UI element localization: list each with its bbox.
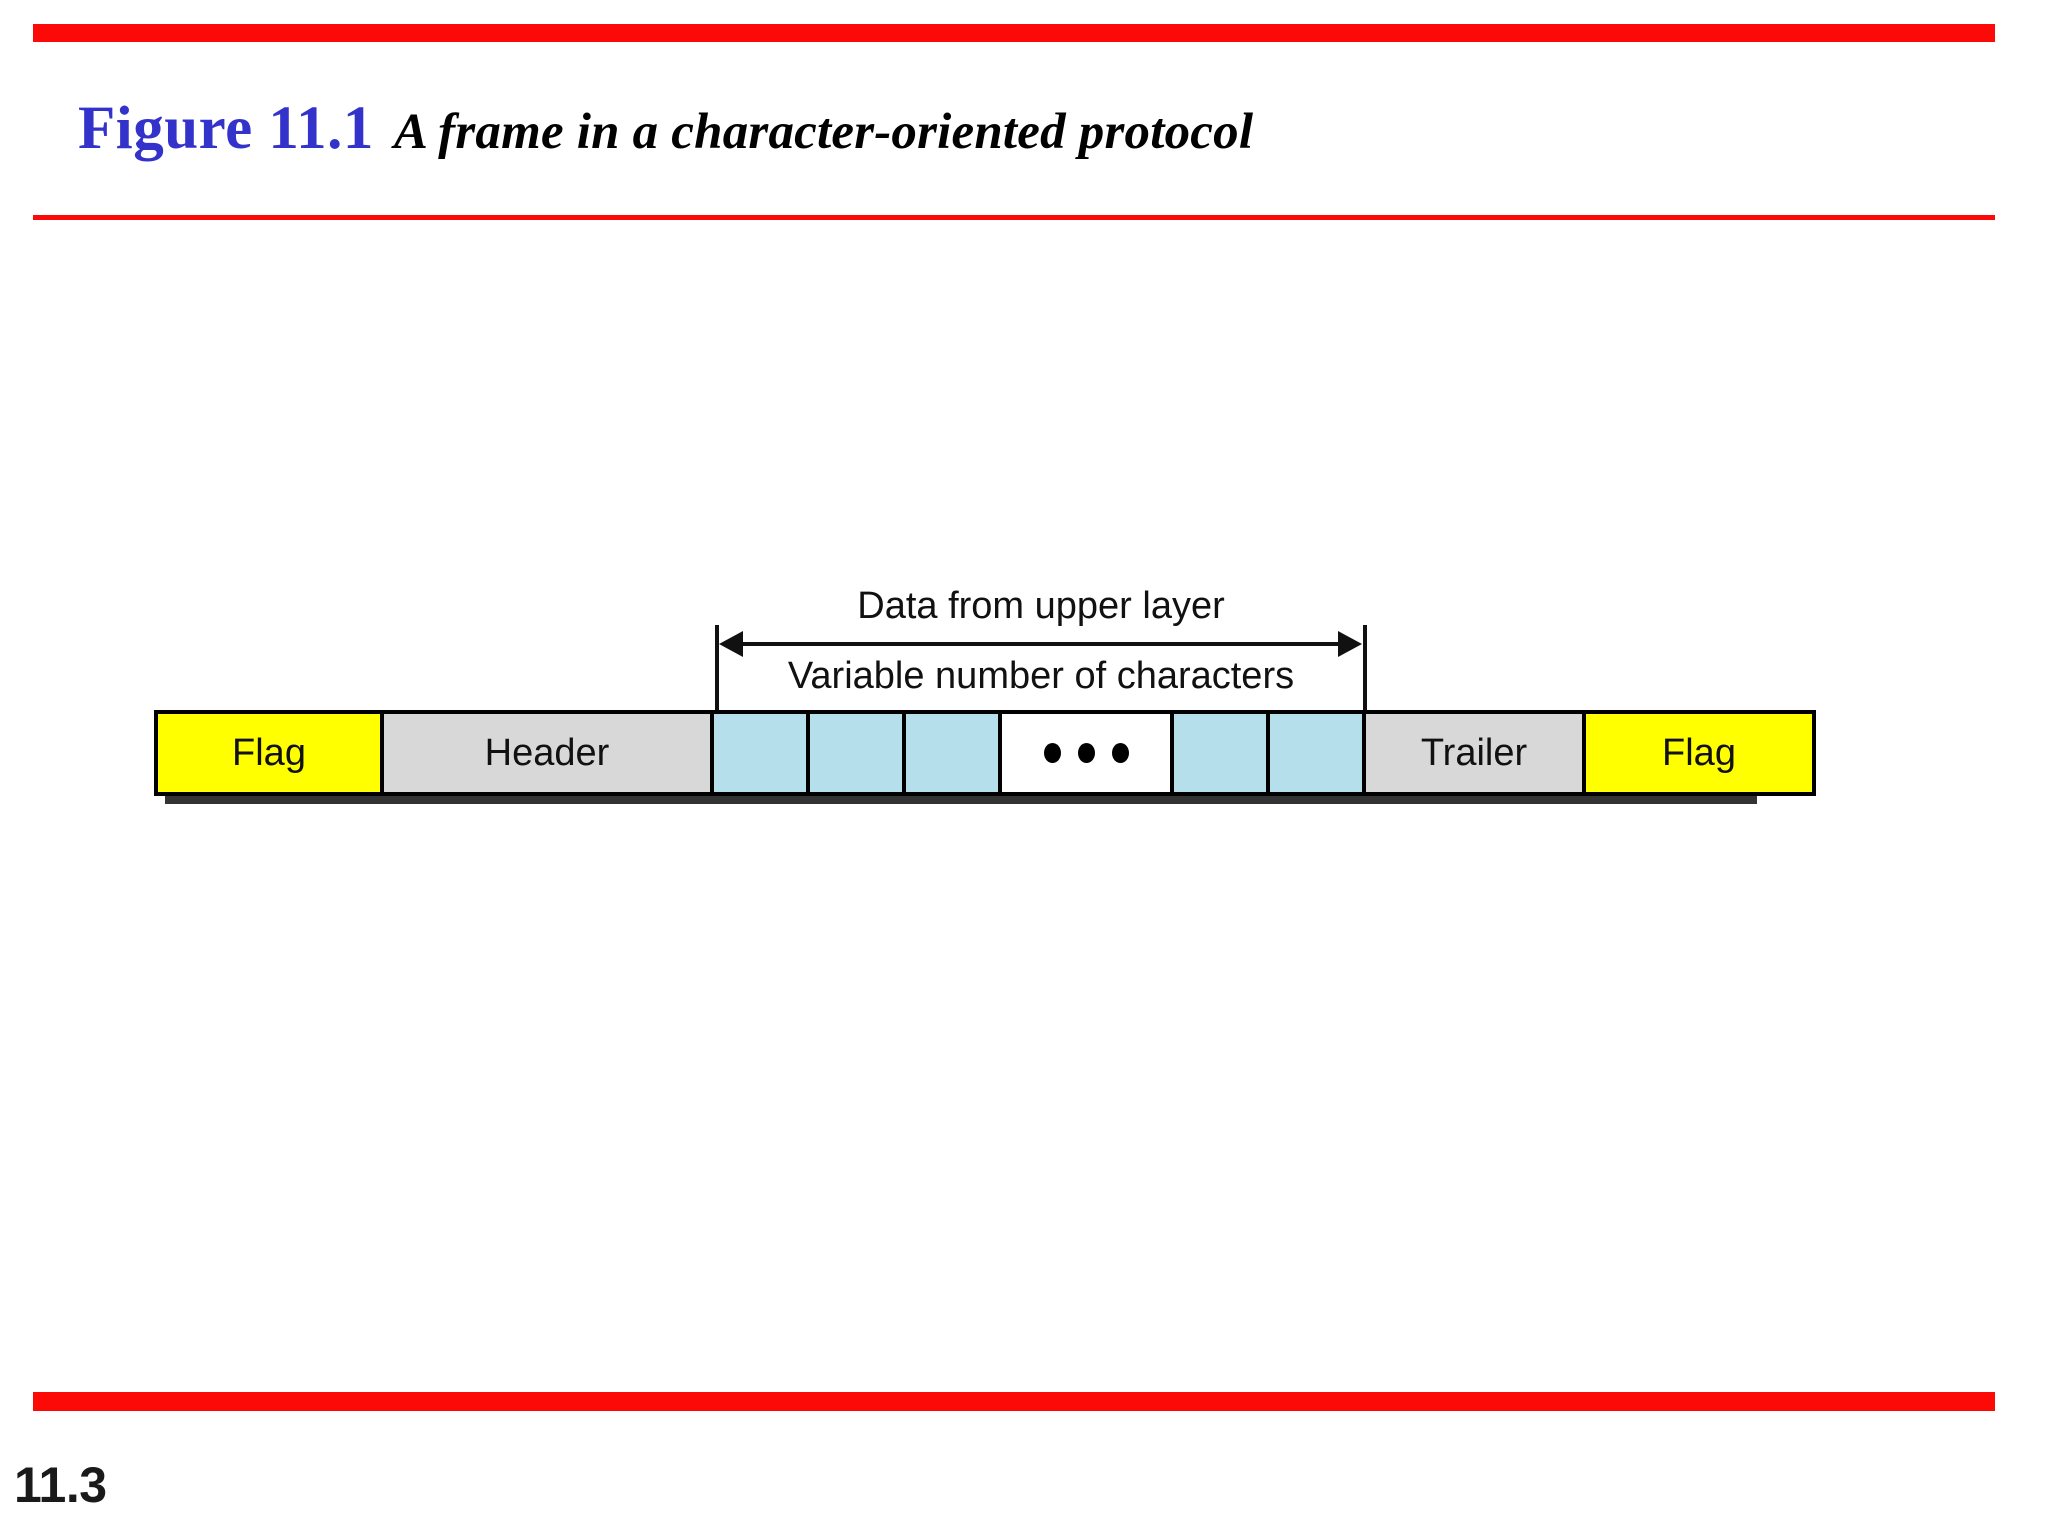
frame-cell-character-5 xyxy=(1270,714,1366,792)
frame-row: Flag Header Trailer Flag xyxy=(154,710,1816,796)
measure-arrow-line xyxy=(727,642,1354,646)
frame-cell-label: Flag xyxy=(1662,732,1736,774)
frame-cell-character-4 xyxy=(1174,714,1270,792)
frame-cell-label: Flag xyxy=(232,732,306,774)
arrow-right-icon xyxy=(1338,631,1362,657)
frame-cell-character-1 xyxy=(714,714,810,792)
frame-cell-character-2 xyxy=(810,714,906,792)
measure-tick-left xyxy=(715,625,719,713)
frame-cell-header: Header xyxy=(384,714,714,792)
frame-cell-ellipsis xyxy=(1002,714,1174,792)
arrow-left-icon xyxy=(719,631,743,657)
data-from-upper-layer-label: Data from upper layer xyxy=(857,585,1225,627)
frame-cell-trailer: Trailer xyxy=(1366,714,1586,792)
frame-cell-label: Header xyxy=(484,732,610,774)
figure-heading: Figure 11.1 A frame in a character-orient… xyxy=(78,98,1253,159)
page-number: 11.3 xyxy=(14,1457,107,1513)
measure-tick-right xyxy=(1363,625,1367,713)
figure-caption: A frame in a character-oriented protocol xyxy=(393,104,1254,160)
frame-cell-flag-end: Flag xyxy=(1586,714,1812,792)
frame-cell-character-3 xyxy=(906,714,1002,792)
variable-number-of-characters-label: Variable number of characters xyxy=(787,655,1295,697)
frame-cell-flag-start: Flag xyxy=(158,714,384,792)
heading-underline-rule xyxy=(33,215,1995,220)
figure-label: Figure 11.1 xyxy=(78,95,374,162)
ellipsis-icon xyxy=(1043,743,1129,763)
frame-cell-label: Trailer xyxy=(1420,732,1528,774)
bottom-accent-bar xyxy=(33,1392,1995,1411)
top-accent-bar xyxy=(33,24,1995,42)
